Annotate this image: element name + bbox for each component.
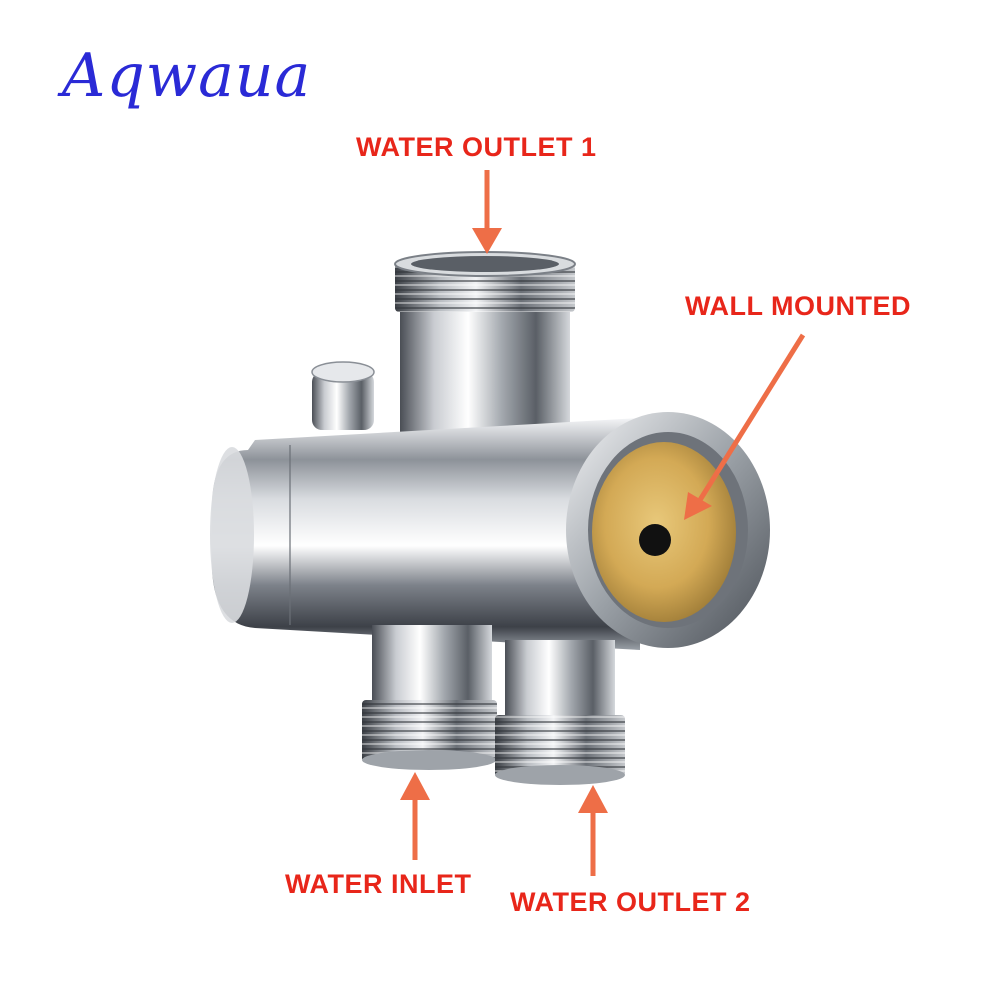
label-water-outlet-1: WATER OUTLET 1	[356, 132, 597, 162]
diverter-knob	[311, 361, 375, 430]
label-wall-mounted: WALL MOUNTED	[685, 291, 911, 321]
arrow-water-outlet-1	[472, 170, 502, 254]
inlet-pipe	[362, 625, 497, 770]
label-water-inlet: WATER INLET	[285, 869, 472, 899]
label-water-outlet-2: WATER OUTLET 2	[510, 887, 751, 917]
wall-mount-face	[566, 412, 770, 648]
arrow-wall-mounted	[684, 333, 806, 520]
brand-logo: Aqwaua	[62, 41, 312, 111]
outlet-2-pipe	[495, 640, 625, 785]
arrow-water-outlet-2	[578, 785, 608, 876]
arrow-water-inlet	[400, 772, 430, 860]
main-body	[210, 418, 640, 650]
